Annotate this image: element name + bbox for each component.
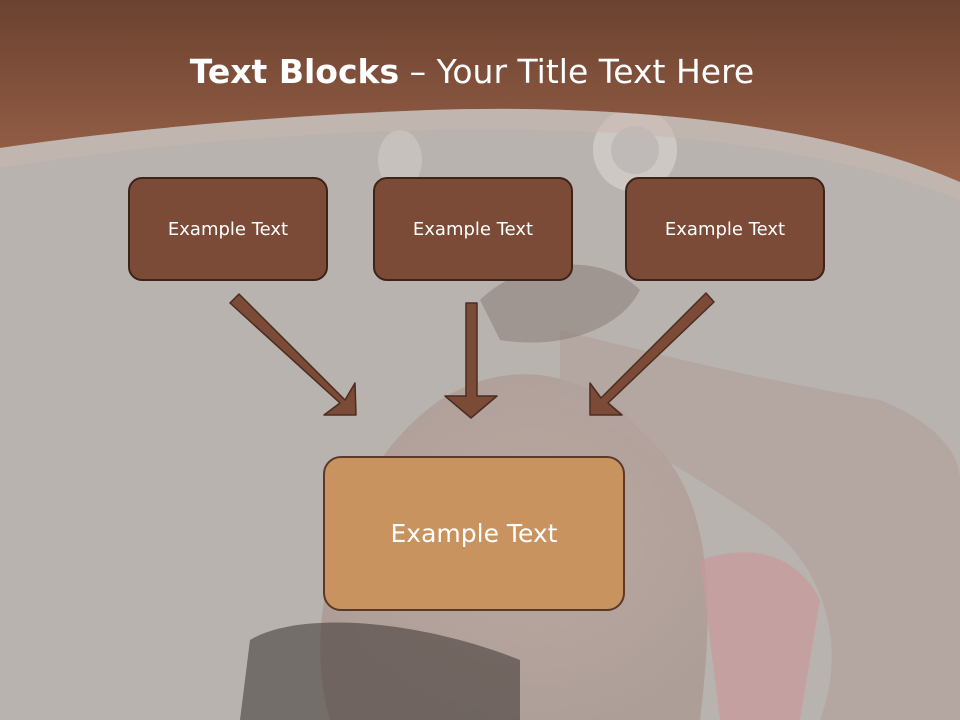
main-text-block: Example Text [323, 456, 625, 611]
main-text-block-label: Example Text [390, 519, 558, 548]
arrow-center [444, 302, 498, 419]
text-block-1: Example Text [128, 177, 328, 281]
arrow-left [229, 293, 357, 416]
text-block-3: Example Text [625, 177, 825, 281]
text-block-2: Example Text [373, 177, 573, 281]
text-block-2-label: Example Text [412, 218, 534, 240]
arrow-right [589, 292, 715, 416]
text-block-3-label: Example Text [664, 218, 786, 240]
slide-title: Text Blocks – Your Title Text Here [0, 52, 944, 91]
text-block-1-label: Example Text [167, 218, 289, 240]
title-bold: Text Blocks [189, 52, 400, 91]
title-rest: – Your Title Text Here [399, 52, 755, 91]
